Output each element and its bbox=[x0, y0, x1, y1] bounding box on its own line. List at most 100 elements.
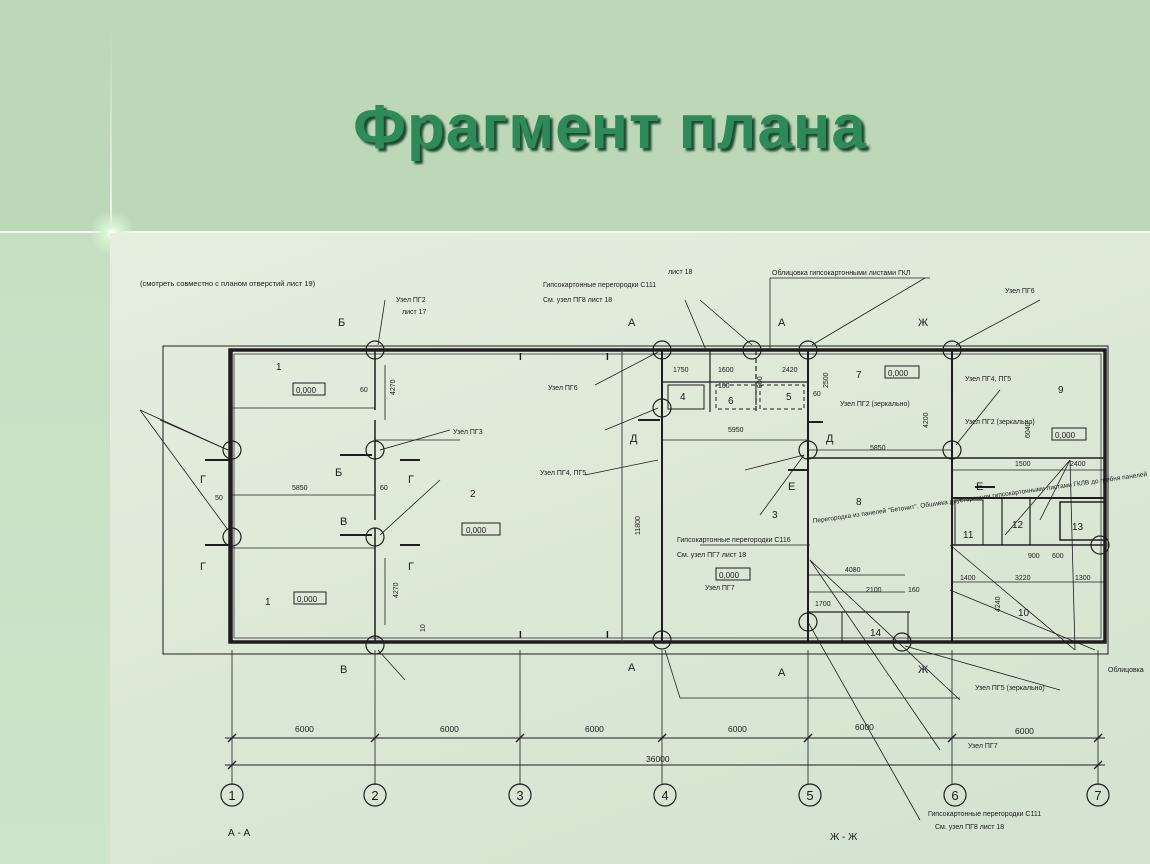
dim-50: 50 bbox=[215, 495, 223, 502]
section-mark-e1: Е bbox=[788, 481, 795, 493]
level-mark-2: 0,000 bbox=[466, 526, 487, 535]
callout-gkl-partitions: Гипсокартонные перегородки С111 bbox=[543, 282, 656, 289]
section-mark-g2: Г bbox=[200, 561, 206, 573]
callout-node-pg8-bottom: См. узел ПГ8 лист 18 bbox=[935, 824, 1004, 831]
section-label-zhzh: Ж - Ж bbox=[830, 832, 858, 843]
dim-900: 900 bbox=[757, 376, 764, 388]
level-mark-5: 0,000 bbox=[888, 369, 909, 378]
dim-4080: 4080 bbox=[845, 567, 861, 574]
axis-1: 1 bbox=[228, 788, 235, 803]
section-mark-a2: А bbox=[778, 317, 786, 329]
room-6: 6 bbox=[728, 396, 734, 407]
room-4: 4 bbox=[680, 392, 686, 403]
dim-5850-b: 5850 bbox=[870, 445, 886, 452]
svg-text:I: I bbox=[606, 630, 609, 641]
span-6: 6000 bbox=[1015, 726, 1034, 736]
callout-node-pg5-mirror: Узел ПГ5 (зеркально) bbox=[975, 685, 1045, 692]
callout-gkl-c16: Гипсокартонные перегородки С116 bbox=[677, 537, 791, 544]
callout-gkl-bottom: Гипсокартонные перегородки С111 bbox=[928, 811, 1041, 818]
axis-3: 3 bbox=[516, 788, 523, 803]
dim-2400: 2400 bbox=[1070, 461, 1086, 468]
callout-node-pg7: Узел ПГ7 bbox=[705, 585, 735, 592]
dim-4270-b: 4270 bbox=[393, 582, 400, 598]
dim-3220: 3220 bbox=[1015, 575, 1031, 582]
axis-2: 2 bbox=[371, 788, 378, 803]
dim-1750: 1750 bbox=[673, 367, 689, 374]
axis-7: 7 bbox=[1094, 788, 1101, 803]
section-mark-g4: Г bbox=[408, 561, 414, 573]
level-mark-3: 0,000 bbox=[297, 595, 318, 604]
section-mark-a1: А bbox=[628, 317, 636, 329]
room-2: 2 bbox=[470, 489, 476, 500]
svg-text:I: I bbox=[229, 352, 232, 363]
span-3: 6000 bbox=[585, 724, 604, 734]
dim-900-b: 900 bbox=[1028, 553, 1040, 560]
dim-60-b: 60 bbox=[380, 485, 388, 492]
outer-wall bbox=[228, 348, 1107, 644]
dim-5950: 5950 bbox=[728, 427, 744, 434]
level-mark-1: 0,000 bbox=[296, 386, 317, 395]
section-label-aa: А - А bbox=[228, 828, 251, 839]
callout-node-pg2: Узел ПГ2 bbox=[396, 297, 426, 304]
svg-text:I: I bbox=[229, 630, 232, 641]
room-13: 13 bbox=[1072, 522, 1084, 533]
callout-sheet-17: лист 17 bbox=[402, 309, 427, 316]
floor-plan-image: (смотреть совместно с планом отверстий л… bbox=[110, 233, 1150, 864]
svg-text:I: I bbox=[519, 630, 522, 641]
dim-5850-a: 5850 bbox=[292, 485, 308, 492]
callout-node-pg3: Узел ПГ3 bbox=[453, 429, 483, 436]
dim-10: 10 bbox=[420, 624, 427, 632]
section-mark-b: Б bbox=[338, 317, 345, 329]
section-mark-g: Г bbox=[200, 474, 206, 486]
dim-60-a: 60 bbox=[360, 387, 368, 394]
callout-node-pg6: Узел ПГ6 bbox=[548, 385, 578, 392]
dim-600: 600 bbox=[1052, 553, 1064, 560]
dim-1300: 1300 bbox=[1075, 575, 1091, 582]
dim-11800: 11800 bbox=[635, 516, 642, 535]
dim-100: 100 bbox=[718, 383, 730, 390]
axis-6: 6 bbox=[951, 788, 958, 803]
span-5: 6000 bbox=[855, 722, 874, 732]
section-mark-g3: Г bbox=[408, 474, 414, 486]
svg-text:I: I bbox=[519, 352, 522, 363]
slide-title: Фрагмент плана bbox=[353, 93, 867, 162]
title-band bbox=[0, 0, 1150, 232]
room-12: 12 bbox=[1012, 520, 1024, 531]
level-mark-4: 0,000 bbox=[719, 571, 740, 580]
callout-node-pg4-pg5-right: Узел ПГ4, ПГ5 bbox=[965, 376, 1011, 383]
callout-lining-right: Облицовка bbox=[1108, 666, 1144, 674]
callout-node-pg8: См. узел ПГ8 лист 18 bbox=[543, 297, 612, 304]
callout-sheet-18: лист 18 bbox=[668, 269, 693, 276]
axis-5: 5 bbox=[806, 788, 813, 803]
dim-1400: 1400 bbox=[960, 575, 976, 582]
room-7: 7 bbox=[856, 370, 862, 381]
section-mark-zh: Ж bbox=[918, 317, 928, 329]
dim-4240: 4240 bbox=[995, 596, 1002, 612]
dim-2420: 2420 bbox=[782, 367, 798, 374]
callout-node-pg6-right: Узел ПГ6 bbox=[1005, 288, 1035, 295]
section-mark-zh2: Ж bbox=[918, 664, 928, 676]
section-mark-v-bottom: В bbox=[340, 664, 347, 676]
section-mark-a3: А bbox=[628, 662, 636, 674]
horizontal-divider-line bbox=[0, 231, 1150, 233]
dim-1700: 1700 bbox=[815, 601, 831, 608]
room-1-top: 1 bbox=[276, 362, 282, 373]
callout-node-pg7-sheet18: См. узел ПГ7 лист 18 bbox=[677, 552, 746, 559]
section-mark-a4: А bbox=[778, 667, 786, 679]
dim-1600: 1600 bbox=[718, 367, 734, 374]
room-3: 3 bbox=[772, 510, 778, 521]
room-8: 8 bbox=[856, 497, 862, 508]
dim-4200: 4200 bbox=[923, 412, 930, 428]
dim-2500: 2500 bbox=[823, 372, 830, 388]
callout-node-pg2-mirror: Узел ПГ2 (зеркально) bbox=[840, 401, 910, 408]
span-4: 6000 bbox=[728, 724, 747, 734]
callout-node-pg7-bottom: Узел ПГ7 bbox=[968, 743, 998, 750]
section-mark-d1: Д bbox=[630, 433, 638, 445]
level-mark-6: 0,000 bbox=[1055, 431, 1076, 440]
floor-plan-drawing: (смотреть совместно с планом отверстий л… bbox=[139, 269, 1148, 843]
svg-text:I: I bbox=[606, 352, 609, 363]
dim-60-c: 60 bbox=[813, 391, 821, 398]
section-mark-b2: Б bbox=[335, 467, 342, 479]
dim-6040: 6040 bbox=[1025, 422, 1032, 438]
plan-note-top: (смотреть совместно с планом отверстий л… bbox=[140, 279, 316, 288]
